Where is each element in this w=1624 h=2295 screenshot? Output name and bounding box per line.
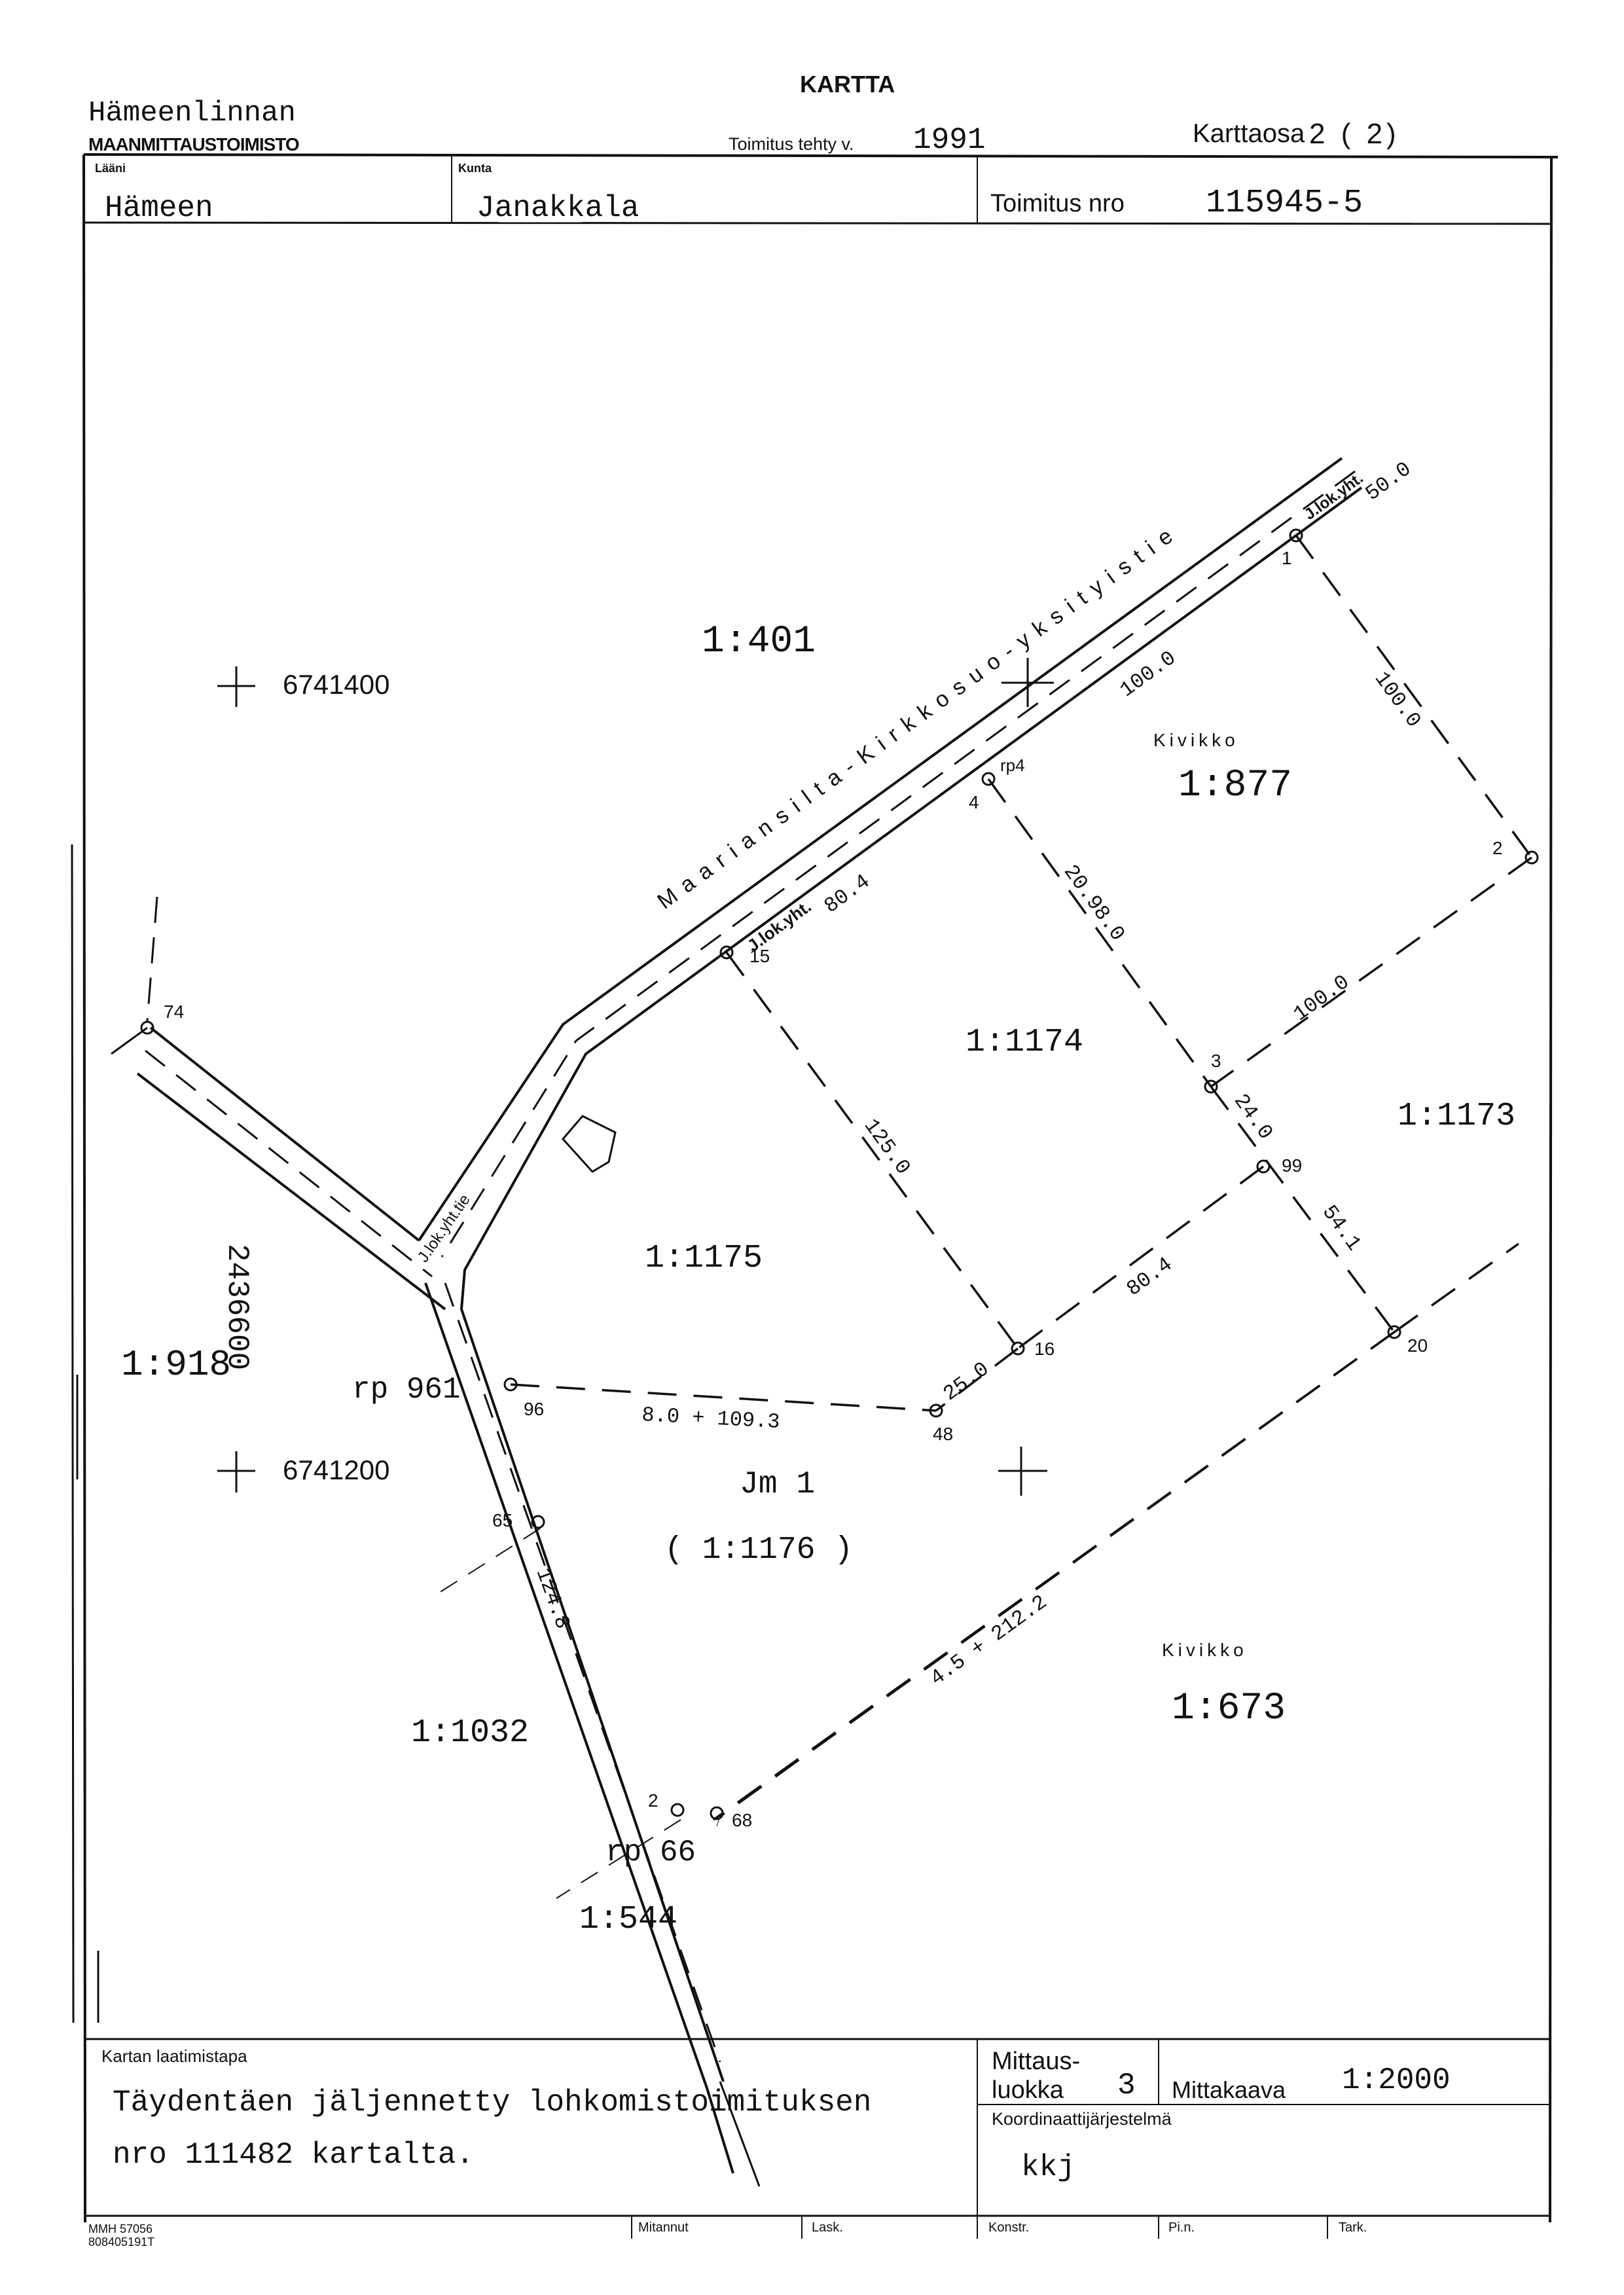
parcel-name-kivikko-north: Kivikko [1153,730,1239,750]
map-label-map-distances-10: 25.0 [939,1357,994,1406]
map-label-map-distances-7: 125.0 [859,1114,915,1179]
map-label-map-points-4: 15 [749,946,770,966]
method-text-line1: Täydentäen jäljennetty lohkomistoimituks… [113,2086,872,2120]
parcel-label-1032: 1:1032 [411,1714,529,1752]
map-label-map-distances-9: 80.4 [1122,1252,1177,1301]
map-label-map-distances-13: 4.5 + 212.2 [926,1590,1052,1691]
mittakaava-label: Mittakaava [1172,2076,1286,2103]
konstr-label: Konstr. [988,2220,1030,2235]
boundary-3-20 [1210,1085,1396,1333]
map-label-map-points-6: 20 [1407,1335,1428,1356]
laani-value: Hämeen [105,191,213,225]
parcel-label-401: 1:401 [702,621,816,663]
map-label-map-points-10: 74 [164,1002,184,1022]
map-label-map-distances-6: 24.0 [1229,1089,1278,1144]
map-label-map-distances-0: 50.0 [1361,457,1416,506]
mittausluokka-value: 3 [1117,2069,1136,2103]
map-label-map-distances-5: 100.0 [1289,970,1354,1026]
coord-east-1: 2436600 [220,1244,254,1370]
boundary-99-16 [1017,1165,1265,1350]
toimitus-nro-value: 115945-5 [1206,185,1363,222]
office-name: Hämeenlinnan [88,97,296,130]
parcel-label-1176: ( 1:1176 ) [664,1532,853,1568]
karttaosa-label: Karttaosa [1193,119,1305,148]
mittausluokka-label-2: luokka [992,2076,1064,2104]
map-label-map-points-2: 3 [1211,1051,1221,1071]
pl-label: Pi.n. [1168,2220,1195,2235]
map-label-map-points-12: 99 [1282,1155,1302,1176]
map-label-map-points-9: 68 [732,1810,752,1830]
boundary-4-3 [987,778,1212,1088]
benchmark-rp961: rp 961 [352,1373,461,1407]
kunta-value: Janakkala [477,191,640,225]
method-label: Kartan laatimistapa [101,2046,247,2066]
coord-north-1: 6741400 [283,669,390,700]
map-label-map-points-11: 96 [524,1399,544,1419]
boundary-15-16 [725,951,1019,1350]
benchmark-rp4: rp4 [1000,755,1025,775]
road-edge-south [460,486,1363,2082]
frame-top-line [83,153,1559,158]
map-label-map-distances-4: 20.98.0 [1058,860,1130,945]
boundary-1-2 [1295,534,1533,859]
boundary-16-48 [935,1347,1019,1412]
parcel-name-kivikko-south: Kivikko [1162,1640,1248,1660]
parcel-label-1175: 1:1175 [645,1240,763,1277]
boundary-96-48 [510,1383,937,1412]
mittausluokka-label-1: Mittaus- [992,2048,1081,2075]
kunta-label: Kunta [458,162,492,175]
map-label-map-points-0: 1 [1282,548,1292,568]
parcel-label-877: 1:877 [1178,765,1292,807]
parcel-label-544: 1:544 [579,1901,677,1938]
header-bottom-line [83,221,1551,225]
karttaosa-value: 2 ( 2) [1309,118,1400,150]
toimitus-year-label: Toimitus tehty v. [729,134,854,154]
map-label-map-points-7: 48 [933,1424,953,1444]
road-name: Maariansilta-Kirkkosuo-yksityistie [653,518,1184,914]
parcel-label-673: 1:673 [1172,1688,1286,1730]
map-label-map-distances-2: 100.0 [1115,646,1180,702]
map-label-map-points-1: 2 [1492,838,1503,858]
method-text-line2: nro 111482 kartalta. [113,2138,475,2172]
map-label-map-points-8: 65 [492,1510,513,1530]
koordinaatti-value: kkj [1021,2150,1075,2184]
coord-north-2: 6741200 [283,1455,390,1485]
toimitus-nro-label: Toimitus nro [990,190,1125,217]
map-label-map-distances-12: 124.8 [531,1565,575,1633]
road-label-3: J.lok.yht. [1301,469,1367,524]
laani-label: Lääni [95,162,126,175]
office-subtitle: MAANMITTAUSTOIMISTO [88,134,300,154]
frame-right-line [1549,155,1553,2223]
parcel-label-1174: 1:1174 [965,1024,1083,1061]
lask-label: Lask. [812,2220,843,2235]
map-label-map-points-13: 2 [648,1790,659,1811]
map-label-map-points-5: 16 [1034,1339,1055,1359]
map-label-map-points-3: 4 [969,792,979,812]
mittakaava-value: 1:2000 [1342,2063,1451,2097]
parcel-label-jm1: Jm 1 [740,1467,815,1502]
parcel-label-918: 1:918 [121,1344,231,1386]
mitannut-label: Mitannut [638,2220,689,2235]
map-label-map-distances-8: 54.1 [1317,1201,1366,1256]
road-centre-line [441,470,1356,1257]
map-label-map-distances-11: 8.0 + 109.3 [641,1403,780,1434]
benchmark-rp66: rp 66 [605,1835,696,1870]
tark-label: Tark. [1339,2220,1367,2235]
building-symbol [562,1115,617,1173]
parcel-label-1173: 1:1173 [1398,1098,1515,1135]
toimitus-year: 1991 [913,123,986,157]
boundary-2-3 [1210,856,1533,1088]
koordinaatti-label: Koordinaattijärjestelmä [992,2109,1172,2129]
road-edge-north [418,457,1343,1242]
document-title: KARTTA [800,71,895,98]
form-code-1: MMH 57056 [88,2222,153,2235]
form-code-2: 808405191T [88,2235,155,2249]
frame-left-line [82,154,86,2223]
